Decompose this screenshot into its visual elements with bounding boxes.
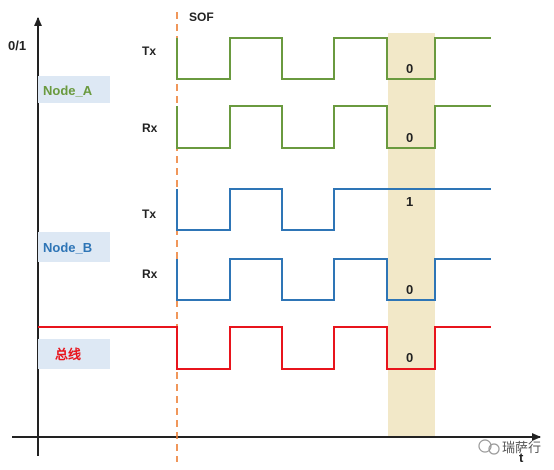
signal-label-node-b-rx: Rx [142, 267, 158, 281]
signal-label-node-a-tx: Tx [142, 44, 156, 58]
bit-value-bus: 0 [406, 350, 413, 365]
waveforms [38, 37, 491, 370]
waveform-node-a-tx [176, 37, 491, 80]
bit-value-node-b-rx: 0 [406, 282, 413, 297]
group-label-box [38, 76, 110, 103]
group-label-box [38, 232, 110, 262]
watermark-icon [478, 439, 492, 453]
waveform-bus [38, 326, 491, 370]
watermark-icon [488, 443, 500, 455]
bit-value-node-b-tx: 1 [406, 194, 413, 209]
sof-label: SOF [189, 10, 214, 24]
watermark: 瑞萨行 [478, 439, 541, 455]
group-label-text: 总线 [55, 347, 81, 362]
group-label-text: Node_A [43, 83, 93, 98]
group-label-text: Node_B [43, 240, 92, 255]
waveform-node-a-rx [176, 105, 491, 149]
waveform-node-b-tx [176, 188, 491, 231]
group-label-node-a: Node_A [38, 76, 110, 103]
y-axis-label: 0/1 [8, 38, 26, 53]
x-axis-label: t [519, 450, 524, 465]
highlighted-bit-column [388, 33, 435, 437]
signal-label-node-b-tx: Tx [142, 207, 156, 221]
bit-value-node-a-rx: 0 [406, 130, 413, 145]
group-label-node-b: Node_B [38, 232, 110, 262]
waveform-node-b-rx [176, 258, 491, 301]
group-label-bus: 总线 [38, 339, 110, 369]
bit-value-node-a-tx: 0 [406, 61, 413, 76]
group-label-box [38, 339, 110, 369]
signal-label-node-a-rx: Rx [142, 121, 158, 135]
watermark-text: 瑞萨行 [502, 440, 541, 455]
